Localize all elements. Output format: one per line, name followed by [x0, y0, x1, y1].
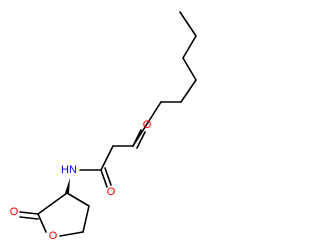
bond: [182, 35, 197, 59]
bond: [19, 211, 39, 215]
bond: [179, 11, 197, 37]
bond: [146, 101, 162, 125]
bond: [37, 192, 68, 215]
bond: [104, 167, 112, 186]
molecule-drawing: O O HN O O: [10, 11, 197, 242]
amide-oxygen-label: O: [107, 186, 116, 198]
ring-oxygen-label: O: [49, 230, 58, 242]
bond: [182, 57, 197, 81]
bond: [37, 213, 47, 233]
stereo-wedge-bond: [65, 178, 70, 193]
bond: [66, 192, 90, 207]
alkyl-chain: [100, 11, 197, 171]
bond: [100, 145, 114, 171]
keto-oxygen-label: O: [143, 119, 152, 131]
lactone-ring: [37, 192, 90, 237]
ketone-double-bond: [132, 129, 146, 149]
bond: [82, 205, 90, 233]
bond: [136, 131, 146, 149]
bond: [59, 231, 84, 237]
lactone-carbonyl-oxygen-label: O: [10, 206, 19, 218]
lactone-double-bond: [19, 211, 39, 220]
bond: [180, 79, 197, 103]
bond: [19, 216, 39, 220]
amide-nitrogen-label: HN: [61, 164, 77, 176]
bond: [132, 129, 142, 147]
structure-canvas: O O HN O O: [10, 11, 197, 242]
amide-double-bond: [100, 167, 112, 188]
bond: [100, 169, 108, 188]
